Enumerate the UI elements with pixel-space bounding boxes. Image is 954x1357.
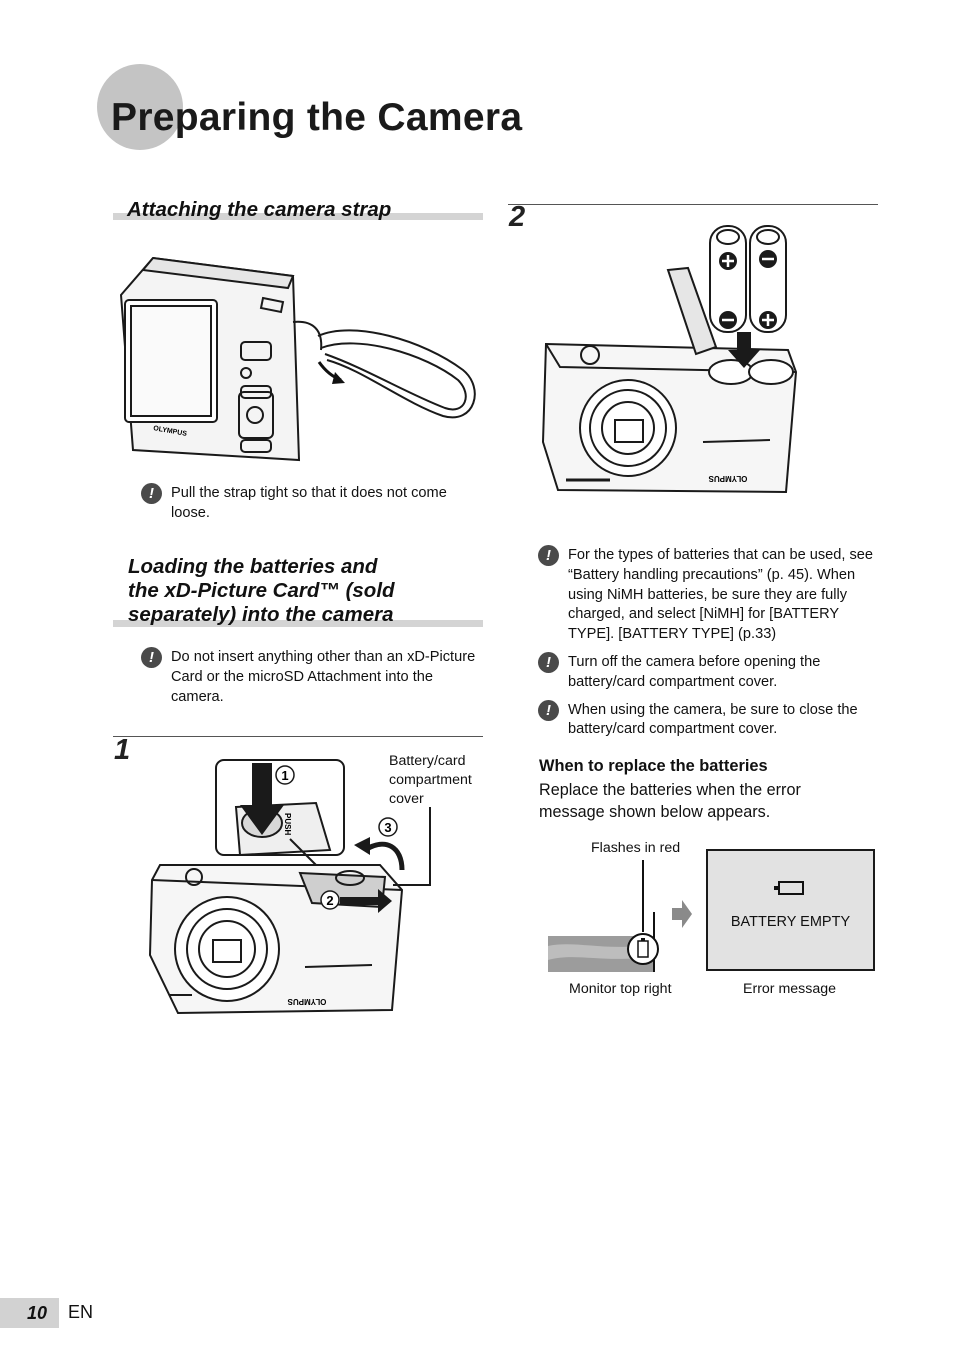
step2-note: ! When using the camera, be sure to clos… bbox=[538, 699, 878, 741]
exclamation-icon: ! bbox=[538, 699, 559, 721]
loading-heading-line3: separately) into the camera bbox=[128, 603, 394, 626]
page-title: Preparing the Camera bbox=[111, 96, 523, 139]
exclamation-icon: ! bbox=[141, 483, 162, 504]
exclamation-icon: ! bbox=[141, 647, 162, 668]
error-text: BATTERY EMPTY bbox=[730, 914, 851, 930]
marker-3: 3 bbox=[384, 820, 391, 835]
exclamation-icon: ! bbox=[538, 545, 559, 566]
monitor-illustration bbox=[548, 860, 692, 972]
loading-heading: Loading the batteries and the xD-Picture… bbox=[128, 555, 478, 627]
step2-rule bbox=[508, 204, 878, 205]
page-number-text: 10 bbox=[26, 1303, 47, 1323]
step2-note-text: Turn off the camera before opening the b… bbox=[568, 653, 821, 690]
step2-note: ! Turn off the camera before opening the… bbox=[538, 651, 878, 693]
replace-heading: When to replace the batteries bbox=[539, 757, 768, 775]
step1-number: 1 bbox=[114, 734, 131, 766]
step1-brand: OLYMPUS bbox=[287, 997, 326, 1006]
exclamation-icon: ! bbox=[538, 651, 559, 673]
marker-1: 1 bbox=[281, 768, 288, 783]
step2-brand: OLYMPUS bbox=[708, 474, 747, 483]
flashes-label: Flashes in red bbox=[591, 840, 681, 856]
push-label: PUSH bbox=[283, 813, 292, 835]
step2-notes: ! For the types of batteries that can be… bbox=[538, 545, 878, 741]
title-camera-icon bbox=[97, 64, 183, 150]
loading-heading-line1: Loading the batteries and bbox=[128, 555, 378, 578]
loading-note: ! Do not insert anything other than an x… bbox=[141, 647, 481, 707]
language-label: EN bbox=[68, 1302, 94, 1322]
loading-heading-line2: the xD-Picture Card™ (sold bbox=[128, 579, 395, 602]
step2-note: ! For the types of batteries that can be… bbox=[538, 545, 878, 645]
step2-note-text: For the types of batteries that can be u… bbox=[568, 547, 874, 643]
page-number: 10 bbox=[0, 1298, 59, 1328]
step1-illustration: 1 2 3 PUSH OLYMPUS bbox=[148, 759, 431, 1015]
step2-note-text: When using the camera, be sure to close … bbox=[568, 701, 858, 738]
strap-note-text: Pull the strap tight so that it does not… bbox=[171, 485, 447, 521]
loading-note-text: Do not insert anything other than an xD-… bbox=[171, 649, 476, 705]
step1-callout: Battery/card compartment cover bbox=[389, 753, 472, 807]
battery-icon bbox=[774, 881, 804, 895]
strap-heading: Attaching the camera strap bbox=[127, 198, 392, 221]
strap-illustration: OLYMPUS bbox=[119, 256, 476, 462]
marker-2: 2 bbox=[326, 893, 333, 908]
error-label: Error message bbox=[743, 981, 837, 997]
step1-rule bbox=[113, 736, 483, 737]
step2-illustration: OLYMPUS bbox=[541, 225, 798, 494]
step2-number: 2 bbox=[509, 201, 526, 233]
error-screen: BATTERY EMPTY bbox=[706, 849, 875, 971]
strap-note: ! Pull the strap tight so that it does n… bbox=[141, 483, 481, 524]
monitor-label: Monitor top right bbox=[569, 981, 672, 997]
replace-body: Replace the batteries when the error mes… bbox=[539, 781, 801, 821]
